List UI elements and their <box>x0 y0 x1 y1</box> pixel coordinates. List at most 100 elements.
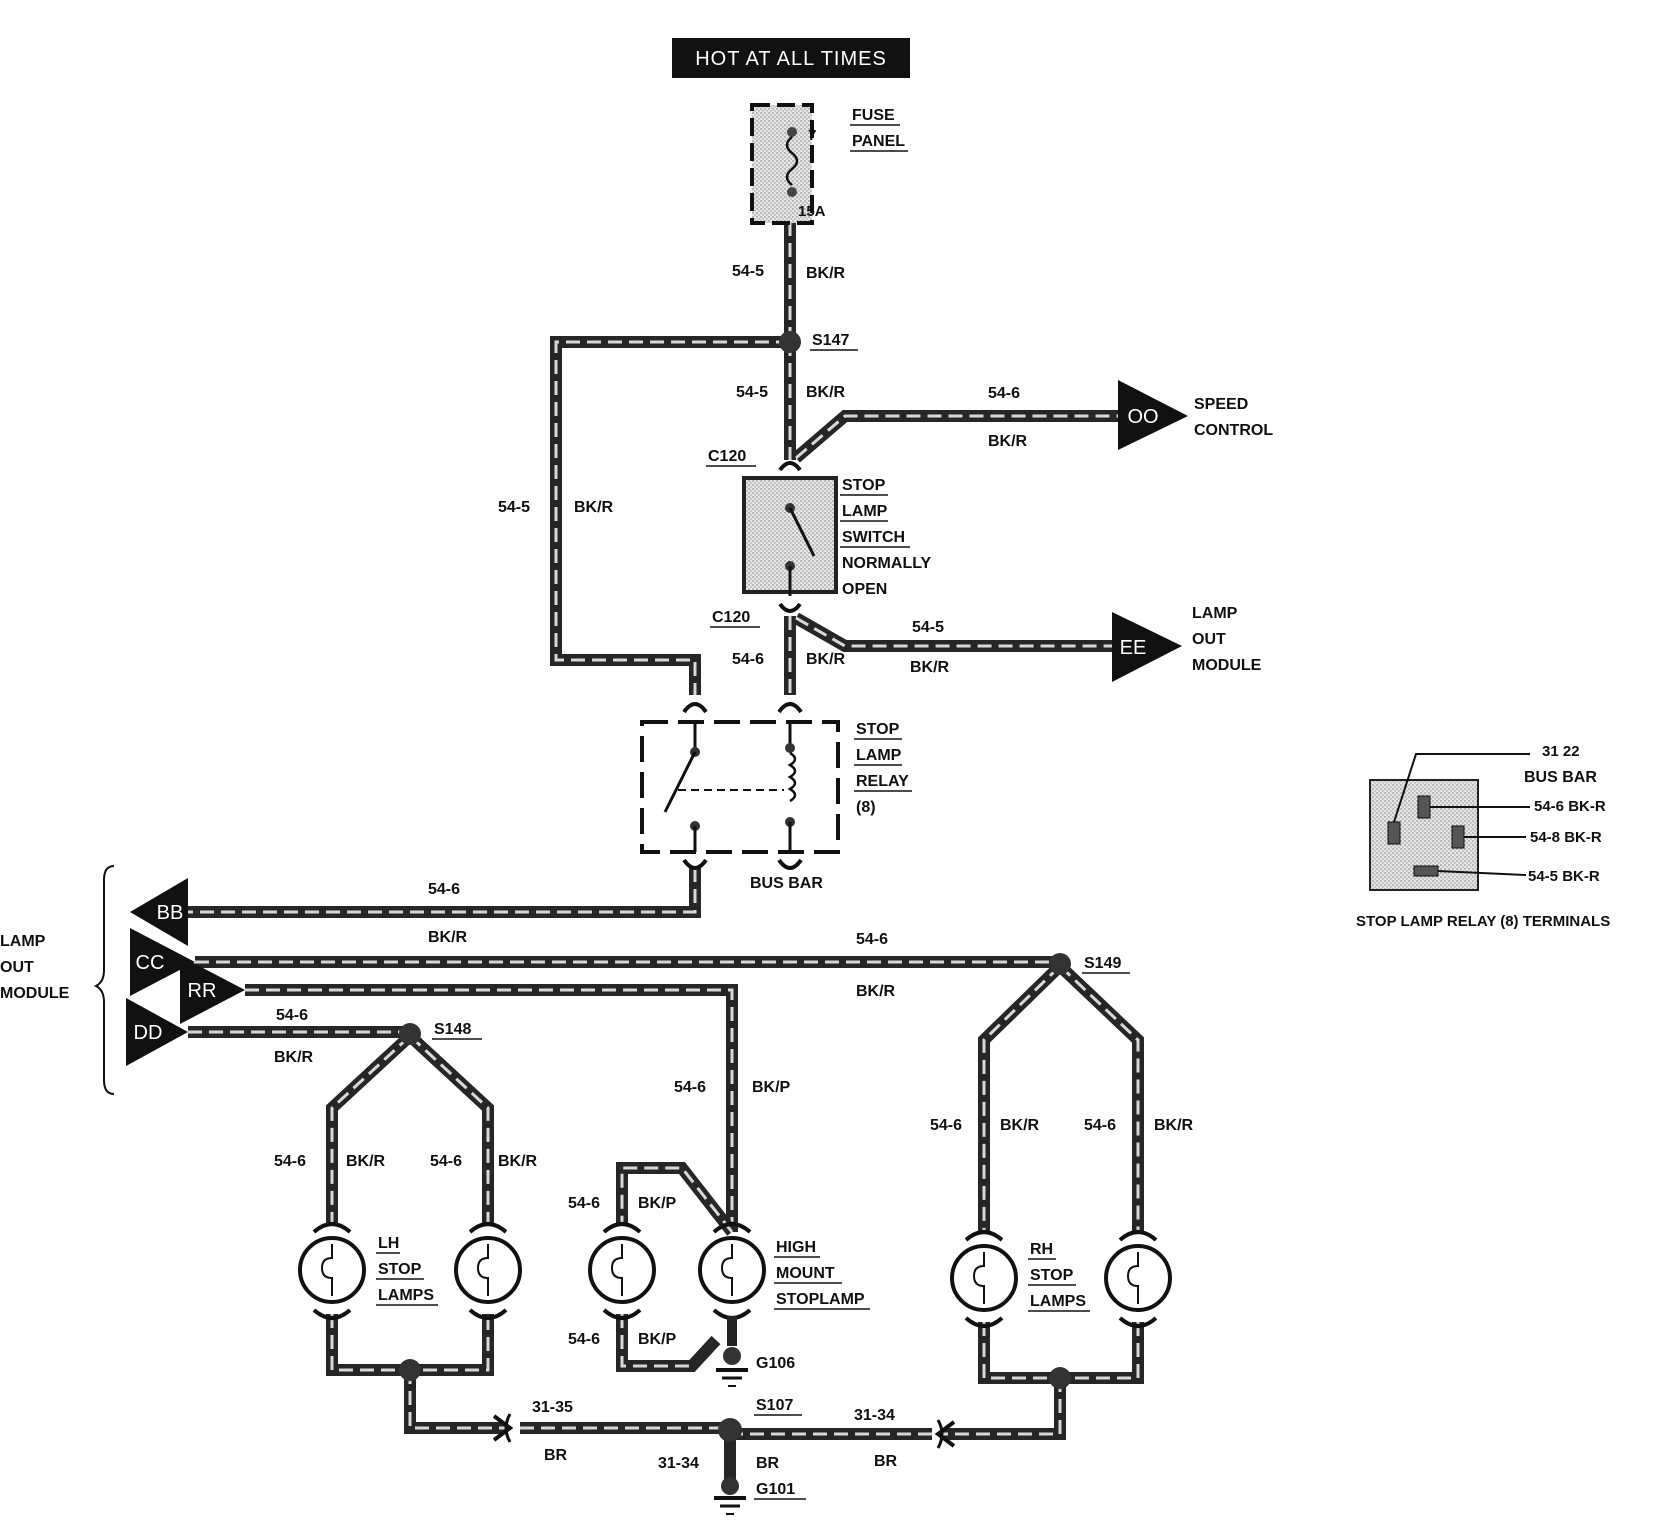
wire-label: BR <box>756 1455 780 1472</box>
inset-label-1: 31 22 <box>1542 743 1580 760</box>
fuse-panel-label-2: PANEL <box>852 133 905 150</box>
stop-lamp-relay: STOP LAMP RELAY (8) BUS BAR <box>640 702 912 892</box>
ground-g106: G106 <box>716 1347 795 1387</box>
fuse-element-icon <box>785 136 799 186</box>
inset-label-5: 54-5 BK-R <box>1528 868 1600 885</box>
lh-lamps-label-1: LH <box>378 1235 399 1252</box>
connector-bb-icon <box>130 878 188 946</box>
bb-tag: BB <box>157 902 184 924</box>
wire-speed-control <box>792 410 1118 463</box>
connector-dd-icon <box>126 998 188 1066</box>
wire-label: BK/R <box>910 659 950 676</box>
wire-lh-s107 <box>404 1370 508 1434</box>
wire-label: 54-5 <box>498 499 530 516</box>
rh-lamps-label-1: RH <box>1030 1241 1053 1258</box>
wire-label: BK/R <box>498 1153 538 1170</box>
switch-label-5: OPEN <box>842 581 887 598</box>
wire-label: 54-6 <box>988 385 1020 402</box>
speed-control-label-2: CONTROL <box>1194 422 1273 439</box>
wire-label: 54-5 <box>912 619 944 636</box>
wire-label: BK/R <box>428 929 468 946</box>
connector-c120-top-icon <box>778 461 802 472</box>
bulb-icon <box>698 1236 766 1304</box>
wire-label: 54-6 <box>568 1195 600 1212</box>
wire-label: BR <box>874 1453 898 1470</box>
bulb-icon <box>454 1236 522 1304</box>
wire-label: 54-6 <box>568 1331 600 1348</box>
g101-label: G101 <box>756 1481 795 1498</box>
lh-lamps-label-3: LAMPS <box>378 1287 434 1304</box>
wire-label: 54-5 <box>736 384 768 401</box>
fuse-rating: 15A <box>798 203 826 220</box>
inline-connector-lh-icon <box>492 1414 514 1442</box>
wire-label: 54-6 <box>732 651 764 668</box>
relay-label-2: LAMP <box>856 747 902 764</box>
inset-label-4: 54-8 BK-R <box>1530 829 1602 846</box>
connector-c120-bottom-icon <box>778 602 802 613</box>
rh-stop-lamp-2 <box>1104 1230 1172 1328</box>
wire-label: 54-6 <box>274 1153 306 1170</box>
rh-stop-lamp-1 <box>950 1230 1018 1328</box>
lh-lamps-label-2: STOP <box>378 1261 422 1278</box>
splice-s147 <box>779 331 801 353</box>
terminal-54-6 <box>1417 795 1431 819</box>
wire-label: 31-34 <box>854 1407 895 1424</box>
wire-label: 54-6 <box>674 1079 706 1096</box>
lom-right-label-3: MODULE <box>1192 657 1262 674</box>
wire-s148-lh1 <box>326 1031 415 1226</box>
inset-title: STOP LAMP RELAY (8) TERMINALS <box>1356 913 1610 930</box>
wires <box>188 222 1144 1480</box>
wire-s148-lh2 <box>405 1031 494 1226</box>
bulb-icon <box>298 1236 366 1304</box>
wire-label: BK/R <box>274 1049 314 1066</box>
relay-terminals-inset: 31 22 BUS BAR 54-6 BK-R 54-8 BK-R 54-5 B… <box>1356 743 1610 930</box>
wire-label: BR <box>544 1447 568 1464</box>
lom-left-label-3: MODULE <box>0 985 70 1002</box>
connector-rr-icon <box>180 956 245 1024</box>
relay-label-3: RELAY <box>856 773 909 790</box>
oo-tag: OO <box>1127 406 1158 428</box>
switch-label-2: LAMP <box>842 503 888 520</box>
bulb-icon <box>950 1244 1018 1312</box>
c120-bottom-label: C120 <box>712 609 750 626</box>
wire-label: 54-6 <box>856 931 888 948</box>
relay-label-1: STOP <box>856 721 900 738</box>
wire-s149-rh1 <box>978 961 1065 1234</box>
s107-label: S107 <box>756 1397 793 1414</box>
relay-contact-icon <box>663 751 697 813</box>
connector-oo-icon <box>1118 380 1188 450</box>
wire-s149-rh2 <box>1055 961 1144 1234</box>
wire-label: BK/R <box>806 384 846 401</box>
wire-label: BK/R <box>574 499 614 516</box>
splice-lh-ground <box>399 1359 421 1381</box>
relay-coil-icon <box>787 751 797 803</box>
terminal-bus-bar <box>1387 821 1401 845</box>
fuse-number: 7 <box>808 127 816 144</box>
splice-rh-ground <box>1049 1367 1071 1389</box>
speed-control-label-1: SPEED <box>1194 396 1248 413</box>
lom-right-label-2: OUT <box>1192 631 1226 648</box>
wire-label: 54-5 <box>732 263 764 280</box>
wire-label: BK/R <box>806 651 846 668</box>
wire-label: BK/R <box>346 1153 386 1170</box>
wire-rh-s107 <box>942 1378 1066 1440</box>
lom-left-label-2: OUT <box>0 959 34 976</box>
fuse-panel-label-1: FUSE <box>852 107 895 124</box>
wire-labels: 54-5 BK/R 54-5 BK/R 54-6 BK/R 54-5 BK/R … <box>274 263 1194 1472</box>
lamp-out-module-ee-connector: EE LAMP OUT MODULE <box>1112 605 1262 682</box>
wire-label: BK/R <box>1154 1117 1194 1134</box>
wire-label: 31-34 <box>658 1455 699 1472</box>
wire-label: 54-6 <box>430 1153 462 1170</box>
wire-label: BK/R <box>1000 1117 1040 1134</box>
rh-lamps-label-2: STOP <box>1030 1267 1074 1284</box>
header-text: HOT AT ALL TIMES <box>695 48 887 70</box>
fuse-panel: 7 15A FUSE PANEL <box>750 103 908 225</box>
s147-label: S147 <box>812 332 849 349</box>
highmount-label-2: MOUNT <box>776 1265 835 1282</box>
switch-label-3: SWITCH <box>842 529 905 546</box>
ee-tag: EE <box>1120 637 1147 659</box>
highmount-label-3: STOPLAMP <box>776 1291 865 1308</box>
highmount-label-1: HIGH <box>776 1239 816 1256</box>
terminal-54-8 <box>1451 825 1465 849</box>
